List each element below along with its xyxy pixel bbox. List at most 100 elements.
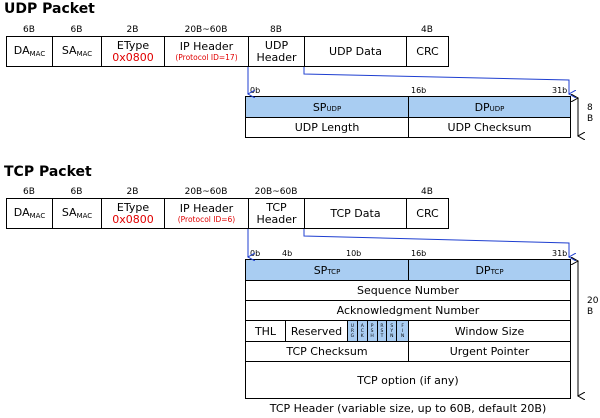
dp-sub: UDP bbox=[489, 105, 505, 113]
flag-char: P bbox=[370, 323, 374, 329]
acknowledgment-number: Acknowledgment Number bbox=[336, 304, 480, 317]
udp-header-field: UDP Header bbox=[249, 37, 305, 66]
sa-label: SA bbox=[61, 206, 77, 219]
size-label: 6B bbox=[23, 187, 35, 197]
da-mac-field: DAMAC bbox=[7, 199, 53, 228]
da-label: DA bbox=[13, 206, 30, 219]
size-unit: B bbox=[587, 114, 594, 124]
udp-length: UDP Length bbox=[246, 118, 409, 137]
flag-char: A bbox=[360, 323, 364, 329]
sp-label: SP bbox=[313, 263, 328, 277]
flag-char: S bbox=[370, 328, 374, 334]
size-label: 2B bbox=[126, 25, 139, 35]
udp-packet-row: DAMAC SAMAC EType 0x0800 IP Header (Prot… bbox=[6, 36, 449, 67]
size-label: 6B bbox=[23, 25, 35, 35]
dp-label: DP bbox=[474, 100, 490, 114]
etype-label: EType bbox=[116, 38, 150, 52]
flag-char: R bbox=[350, 328, 354, 334]
udp-checksum: UDP Checksum bbox=[447, 121, 532, 134]
ip-header-label: IP Header bbox=[179, 40, 234, 53]
da-mac-field: DAMAC bbox=[7, 37, 53, 66]
udp-header-size-label: 8B 8B bbox=[587, 103, 599, 125]
sequence-number: Sequence Number bbox=[357, 284, 459, 297]
udp-title: UDP Packet bbox=[4, 1, 95, 17]
tcp-right-arrow bbox=[303, 229, 569, 257]
crc-field: CRC bbox=[416, 44, 439, 58]
ip-header-field: IP Header (Protocol ID=17) bbox=[165, 37, 249, 66]
da-label: DA bbox=[13, 44, 30, 57]
sa-mac-field: SAMAC bbox=[53, 199, 102, 228]
tcp-header-field: TCP Header bbox=[249, 199, 305, 228]
da-sub: MAC bbox=[29, 50, 46, 58]
size-label: 6B bbox=[70, 187, 83, 197]
urgent-pointer: Urgent Pointer bbox=[449, 345, 530, 358]
flag-char: T bbox=[380, 333, 384, 339]
flag-char: G bbox=[350, 333, 355, 339]
size-num: 8 bbox=[587, 103, 593, 113]
tcp-header-caption: TCP Header (variable size, up to 60B, de… bbox=[269, 402, 547, 415]
size-label: 20B~60B bbox=[254, 187, 298, 197]
tcp-title: TCP Packet bbox=[4, 164, 92, 180]
flag-char: K bbox=[360, 333, 364, 339]
sa-mac-field: SAMAC bbox=[53, 37, 102, 66]
size-label: 4B bbox=[421, 187, 433, 197]
window-size: Window Size bbox=[454, 324, 525, 338]
size-num: 20 bbox=[587, 296, 599, 306]
da-sub: MAC bbox=[29, 212, 46, 220]
size-label: 20B~60B bbox=[184, 25, 228, 35]
dp-sub: TCP bbox=[490, 268, 504, 276]
etype-field: EType 0x0800 bbox=[102, 199, 165, 228]
thl-field: THL bbox=[246, 321, 286, 341]
tcp-data-field: TCP Data bbox=[305, 199, 407, 228]
flag-char: S bbox=[380, 328, 384, 334]
protocol-id-note: (Protocol ID=6) bbox=[177, 215, 236, 224]
ip-header-field: IP Header (Protocol ID=6) bbox=[165, 199, 249, 228]
dp-label: DP bbox=[475, 263, 491, 277]
udp-data-field: UDP Data bbox=[305, 37, 407, 66]
tcp-packet-row: DAMAC SAMAC EType 0x0800 IP Header (Prot… bbox=[6, 198, 449, 229]
bit-label: 16b bbox=[411, 249, 427, 258]
bit-label: 31b bbox=[552, 86, 568, 95]
flag-char: I bbox=[401, 328, 404, 334]
flag-char: S bbox=[390, 323, 394, 329]
etype-value: 0x0800 bbox=[112, 212, 154, 226]
tcp-option: TCP option (if any) bbox=[357, 373, 459, 387]
bit-label: 0b bbox=[250, 249, 261, 258]
ip-header-label: IP Header bbox=[179, 202, 234, 215]
header-label-line2: Header bbox=[256, 50, 297, 64]
bit-label: 10b bbox=[346, 249, 362, 258]
size-label: 8B bbox=[270, 25, 282, 35]
bit-label: 31b bbox=[552, 249, 568, 258]
header-label-line1: UDP bbox=[264, 38, 289, 52]
flag-char: R bbox=[380, 323, 384, 329]
size-label: 2B bbox=[126, 187, 139, 197]
flag-char: Y bbox=[390, 328, 394, 334]
flag-char: N bbox=[400, 333, 405, 339]
crc-field: CRC bbox=[416, 206, 439, 220]
header-label-line1: TCP bbox=[266, 200, 287, 214]
sp-sub: TCP bbox=[327, 268, 341, 276]
bit-label: 16b bbox=[411, 86, 427, 95]
sa-sub: MAC bbox=[76, 50, 93, 58]
udp-right-arrow bbox=[303, 67, 569, 94]
size-label: 6B bbox=[70, 25, 83, 35]
size-label: 20B~60B bbox=[184, 187, 228, 197]
sa-sub: MAC bbox=[76, 212, 93, 220]
flag-char: U bbox=[350, 323, 355, 329]
header-label-line2: Header bbox=[256, 212, 297, 226]
